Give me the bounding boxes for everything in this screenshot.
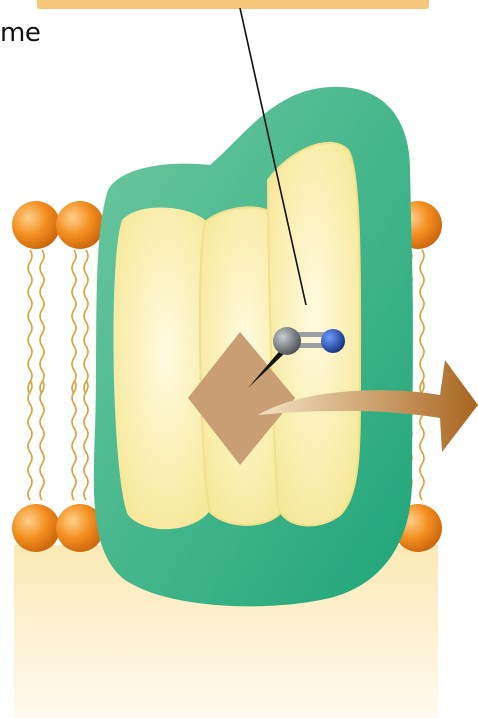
lipid-tails-left	[28, 250, 88, 500]
lipid-head-top-2	[56, 201, 104, 249]
lipid-head-bottom-1	[12, 504, 60, 552]
lipid-head-top-1	[12, 201, 60, 249]
